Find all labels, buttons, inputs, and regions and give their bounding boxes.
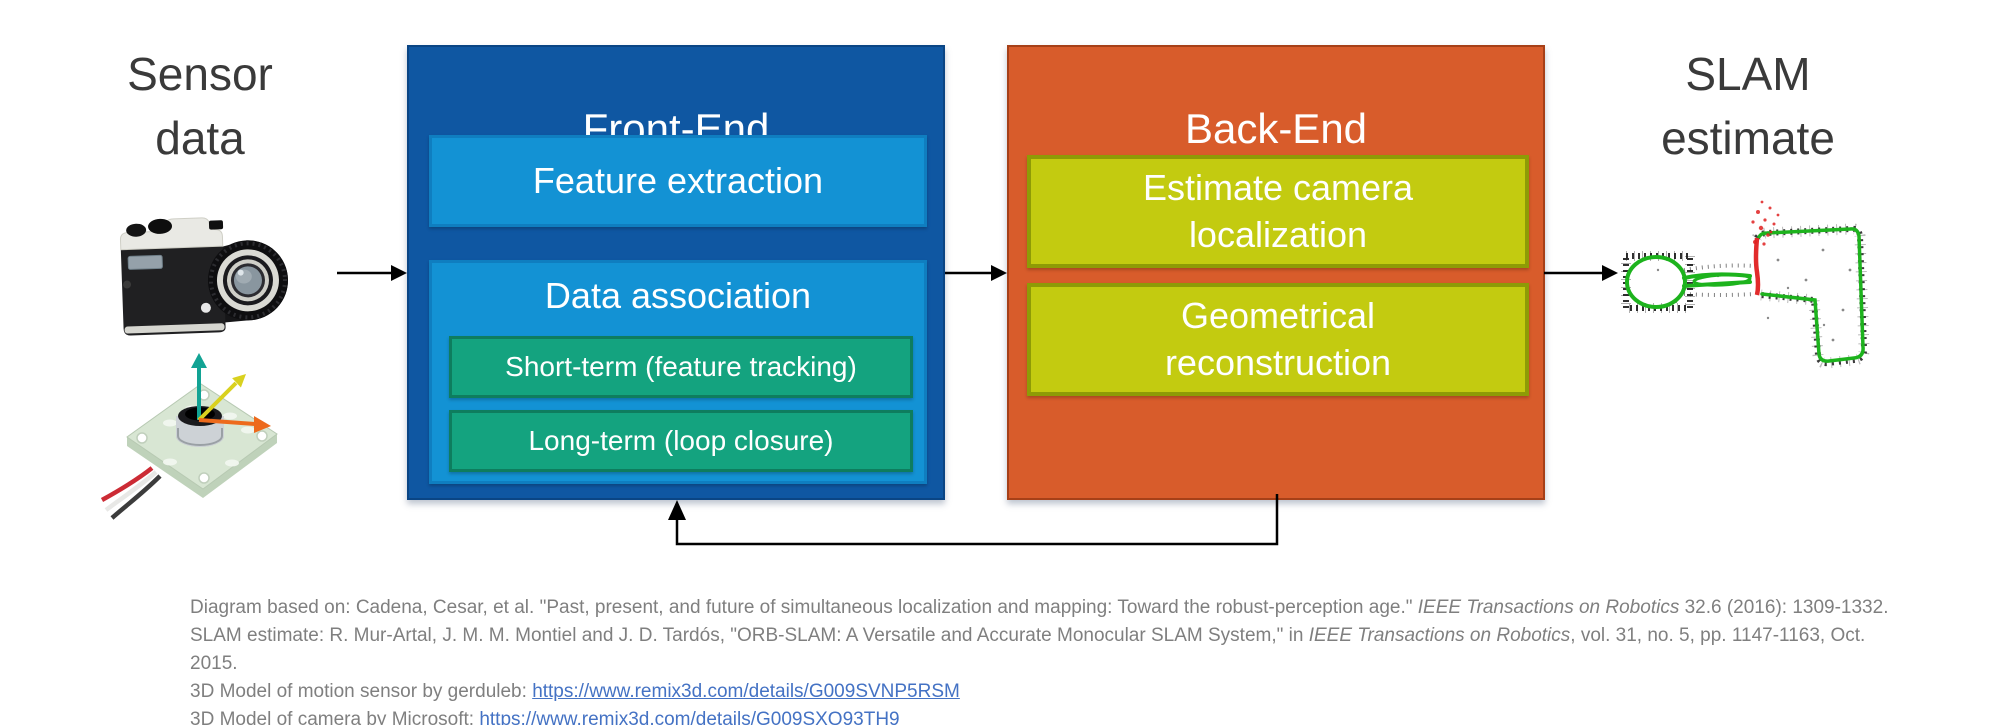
citation-line-2: SLAM estimate: R. Mur-Artal, J. M. M. Mo… [190,625,1866,674]
sensor-data-label: Sensor data [80,42,320,170]
back-end-title: Back-End [1184,105,1368,152]
sensor-data-label-line1: Sensor [127,48,273,100]
feature-extraction-label: Feature extraction [532,160,824,201]
estimate-camera-localization-box: Estimate camera localization [1027,155,1529,268]
citation-line-4: 3D Model of camera by Microsoft: https:/… [190,706,1890,725]
long-term-box: Long-term (loop closure) [449,410,913,472]
arrow-back-end-to-slam-icon [1544,265,1618,281]
citations: Diagram based on: Cadena, Cesar, et al. … [190,594,1890,725]
arrow-sensor-to-front-end-icon [337,265,407,281]
slam-estimate-label-line2: estimate [1661,112,1835,164]
citation-line-3: 3D Model of motion sensor by gerduleb: h… [190,681,960,702]
feature-extraction-box: Feature extraction [429,135,927,227]
motion-sensor-3d-icon [100,353,278,520]
arrow-feedback-back-end-to-front-end-icon [668,494,1279,546]
arrow-front-end-to-back-end-icon [945,265,1007,281]
citation-line-1: Diagram based on: Cadena, Cesar, et al. … [190,597,1889,618]
slam-map-image [1621,200,1870,369]
geometrical-reconstruction-box: Geometrical reconstruction [1027,283,1529,396]
estimate-camera-localization-label: Estimate camera localization [1142,166,1414,255]
back-end-box: Back-End Estimate camera localization Ge… [1007,45,1545,500]
sensor-data-label-line2: data [155,112,245,164]
front-end-box: Front-End Feature extraction Data associ… [407,45,945,500]
slam-estimate-label-line1: SLAM [1685,48,1811,100]
short-term-label: Short-term (feature tracking) [505,351,857,382]
geometrical-reconstruction-label: Geometrical reconstruction [1164,294,1392,383]
camera-model-link[interactable]: https://www.remix3d.com/details/G009SXQ9… [479,709,900,725]
slam-estimate-label: SLAM estimate [1628,42,1868,170]
motion-sensor-model-link[interactable]: https://www.remix3d.com/details/G009SVNP… [532,681,960,702]
axes-arrows-icon [191,353,271,433]
data-association-title: Data association [544,275,812,316]
camera-3d-icon [119,217,288,336]
long-term-label: Long-term (loop closure) [528,425,834,456]
short-term-box: Short-term (feature tracking) [449,336,913,398]
data-association-box: Data association Short-term (feature tra… [429,260,927,484]
map-red-marks [1751,200,1780,296]
